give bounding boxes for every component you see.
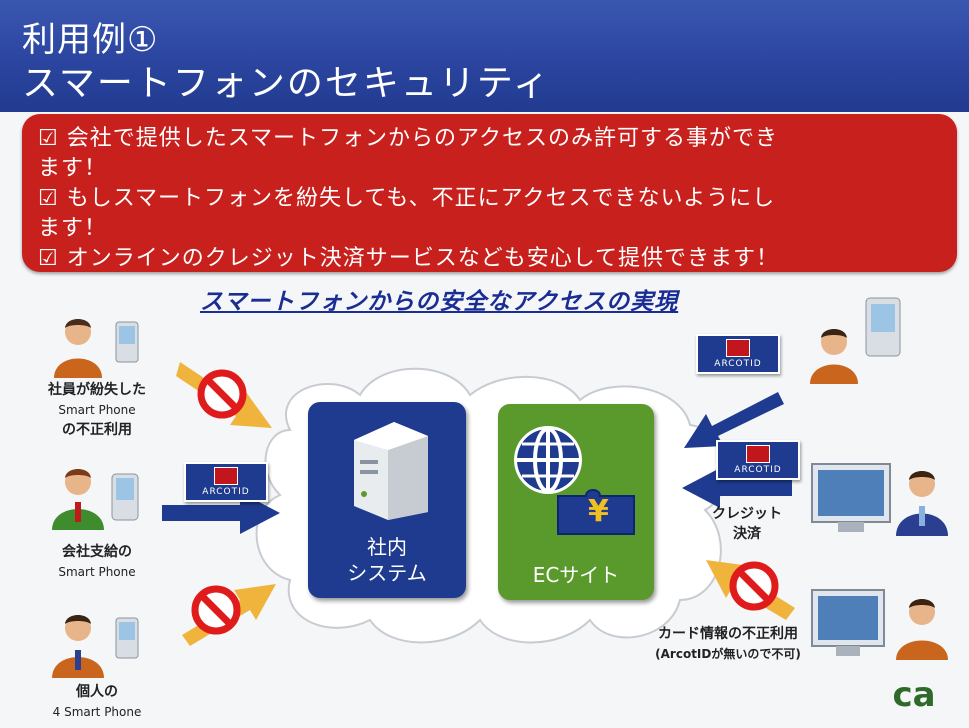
slide-title-line2: スマートフォンのセキュリティ — [22, 63, 551, 104]
arcotid-label: ARCOTID — [714, 359, 762, 369]
lost-phone-label: 社員が紛失した Smart Phone の不正利用 — [40, 380, 154, 440]
personal-phone-label-line1: 個人の — [76, 684, 118, 700]
internal-system-label-line2: システム — [347, 561, 427, 585]
yen-symbol: ¥ — [588, 494, 609, 529]
lost-phone-label-line1: 社員が紛失した — [48, 382, 146, 398]
arcotid-card: ARCOTID — [184, 462, 268, 502]
lost-phone-label-line3: の不正利用 — [62, 422, 132, 438]
person-company-icon — [52, 469, 139, 530]
card-fraud-label: カード情報の不正利用 (ArcotIDが無いので不可) — [628, 624, 828, 664]
person-mobile-user-icon — [810, 297, 901, 384]
prohibited-icon — [191, 585, 241, 635]
arcotid-card: ARCOTID — [696, 334, 780, 374]
person-personal-icon — [52, 615, 139, 678]
prohibited-icon — [197, 369, 247, 419]
credit-payment-label: クレジット 決済 — [702, 504, 792, 544]
arcotid-label: ARCOTID — [202, 487, 250, 497]
ca-logo-text: ca — [892, 675, 936, 715]
benefit-line: ☑ オンラインのクレジット決済サービスなども安心して提供できます！ — [38, 246, 780, 271]
allowed-arrow-company — [162, 492, 280, 534]
ec-site-label: ECサイト — [532, 563, 620, 587]
card-fraud-label-line2: (ArcotIDが無いので不可) — [655, 647, 801, 661]
company-phone-label-line1: 会社支給の — [62, 544, 132, 560]
pc-monitor-lower — [811, 589, 885, 656]
benefit-line: ☑ 会社で提供したスマートフォンからのアクセスのみ許可する事ができ — [38, 126, 778, 151]
allowed-arrow-upper — [684, 392, 784, 448]
person-fraud-user-icon — [896, 599, 948, 660]
benefit-line: ます！ — [38, 216, 108, 241]
company-phone-label: 会社支給の Smart Phone — [40, 542, 154, 582]
personal-phone-label: 個人の 4 Smart Phone — [40, 682, 154, 722]
arcotid-logo-icon — [726, 339, 750, 357]
ca-logo: ca — [884, 676, 944, 720]
lost-phone-label-line2: Smart Phone — [58, 403, 136, 417]
benefit-line: ます！ — [38, 156, 108, 181]
benefits-box: ☑ 会社で提供したスマートフォンからのアクセスのみ許可する事ができ ます！ ☑ … — [22, 114, 957, 272]
header-bar: 利用例① スマートフォンのセキュリティ — [0, 0, 969, 112]
arcotid-logo-icon — [214, 467, 238, 485]
pc-monitor-upper — [811, 463, 891, 532]
arcotid-label: ARCOTID — [734, 465, 782, 475]
internal-system-box: 社内 システム — [308, 402, 466, 598]
slide-title-line1: 利用例① — [22, 20, 159, 60]
benefit-line: ☑ もしスマートフォンを紛失しても、不正にアクセスできないようにし — [38, 186, 776, 211]
diagram-subtitle: スマートフォンからの安全なアクセスの実現 — [200, 289, 679, 315]
personal-phone-label-line2: 4 Smart Phone — [52, 705, 142, 719]
person-lost-icon — [54, 319, 139, 378]
person-credit-user-icon — [896, 471, 948, 536]
prohibited-icon — [729, 561, 779, 611]
company-phone-label-line2: Smart Phone — [58, 565, 136, 579]
internal-system-label-line1: 社内 — [367, 535, 407, 559]
allowed-arrow-credit — [682, 468, 792, 508]
credit-payment-label-line1: クレジット — [712, 506, 782, 522]
server-icon — [354, 422, 428, 520]
card-fraud-label-line1: カード情報の不正利用 — [658, 626, 798, 642]
ec-site-box: ¥ ECサイト — [498, 404, 654, 600]
globe-icon — [514, 426, 635, 535]
arcotid-card: ARCOTID — [716, 440, 800, 480]
credit-payment-label-line2: 決済 — [733, 526, 761, 542]
arcotid-logo-icon — [746, 445, 770, 463]
